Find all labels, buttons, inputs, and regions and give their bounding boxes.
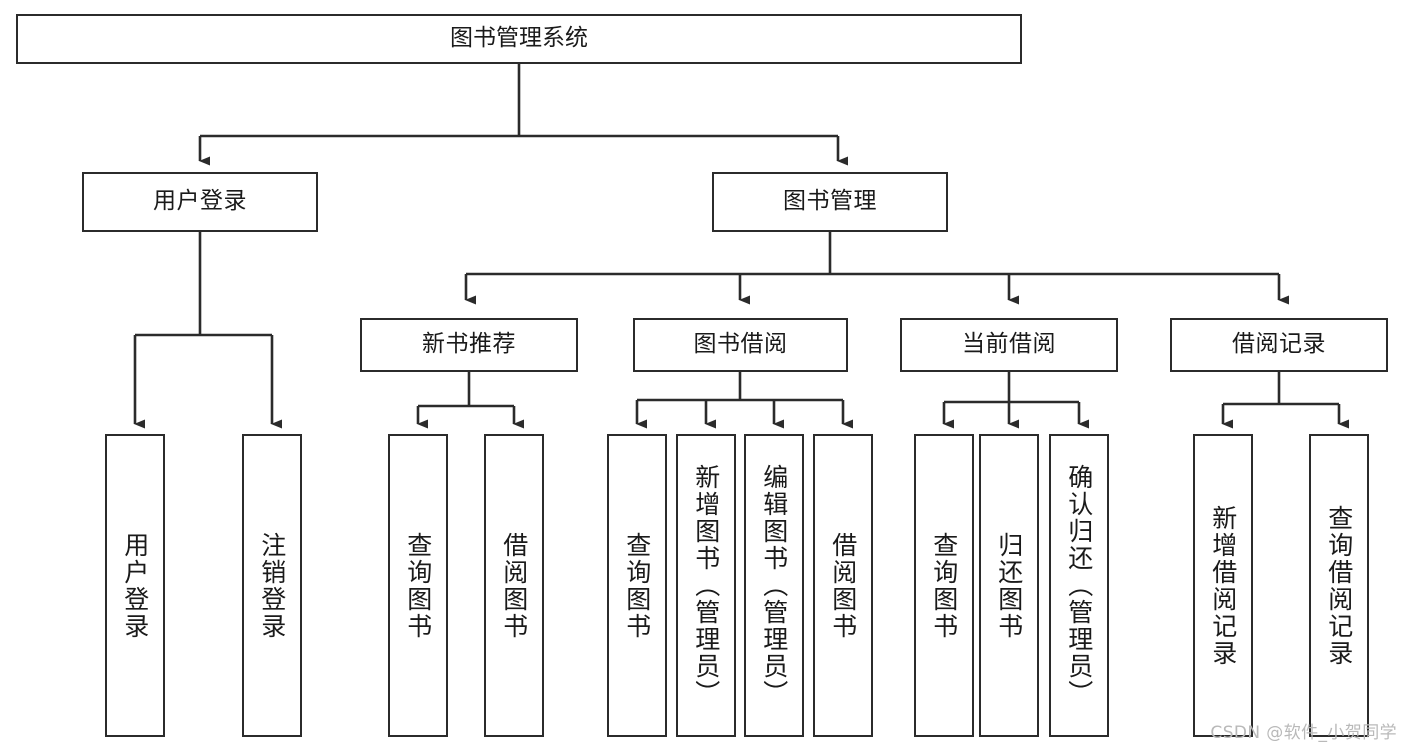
- leaf-borrow-record-add-record[interactable]: 新增借阅记录: [1193, 434, 1253, 737]
- node-label: 新增借阅记录: [1208, 504, 1238, 667]
- node-current-borrow[interactable]: 当前借阅: [900, 318, 1118, 372]
- node-borrow-record[interactable]: 借阅记录: [1170, 318, 1388, 372]
- node-label: 图书管理系统: [450, 25, 588, 52]
- node-label: 借阅图书: [828, 531, 858, 640]
- node-new-book-recommend[interactable]: 新书推荐: [360, 318, 578, 372]
- node-label: 查询图书: [929, 531, 959, 640]
- node-label: 借阅图书: [499, 531, 529, 640]
- node-label: 编辑图书（管理员）: [759, 464, 789, 707]
- node-label: 归还图书: [994, 531, 1024, 640]
- node-label: 查询借阅记录: [1324, 504, 1354, 667]
- node-book-management[interactable]: 图书管理: [712, 172, 948, 232]
- leaf-book-borrow-add-book-admin[interactable]: 新增图书（管理员）: [676, 434, 736, 737]
- node-label: 注销登录: [257, 531, 287, 640]
- leaf-borrow-record-query-record[interactable]: 查询借阅记录: [1309, 434, 1369, 737]
- node-label: 查询图书: [622, 531, 652, 640]
- node-label: 用户登录: [153, 188, 247, 215]
- node-label: 借阅记录: [1232, 331, 1326, 358]
- node-book-borrow[interactable]: 图书借阅: [633, 318, 848, 372]
- leaf-new-book-query-book[interactable]: 查询图书: [388, 434, 448, 737]
- node-user-login[interactable]: 用户登录: [82, 172, 318, 232]
- node-label: 用户登录: [120, 531, 150, 640]
- node-label: 当前借阅: [962, 331, 1056, 358]
- leaf-book-borrow-borrow-book[interactable]: 借阅图书: [813, 434, 873, 737]
- watermark-text: CSDN @软件_小贺同学: [1210, 723, 1397, 743]
- leaf-user-login-logout[interactable]: 注销登录: [242, 434, 302, 737]
- leaf-new-book-borrow-book[interactable]: 借阅图书: [484, 434, 544, 737]
- leaf-user-login-login[interactable]: 用户登录: [105, 434, 165, 737]
- node-label: 新书推荐: [422, 331, 516, 358]
- leaf-current-borrow-return-book[interactable]: 归还图书: [979, 434, 1039, 737]
- node-root-book-management-system[interactable]: 图书管理系统: [16, 14, 1022, 64]
- leaf-current-borrow-confirm-return-admin[interactable]: 确认归还（管理员）: [1049, 434, 1109, 737]
- leaf-book-borrow-query-book[interactable]: 查询图书: [607, 434, 667, 737]
- node-label: 图书借阅: [693, 331, 788, 358]
- leaf-book-borrow-edit-book-admin[interactable]: 编辑图书（管理员）: [744, 434, 804, 737]
- node-label: 查询图书: [403, 531, 433, 640]
- leaf-current-borrow-query-book[interactable]: 查询图书: [914, 434, 974, 737]
- node-label: 新增图书（管理员）: [691, 464, 721, 707]
- node-label: 确认归还（管理员）: [1064, 464, 1094, 707]
- node-label: 图书管理: [783, 188, 877, 215]
